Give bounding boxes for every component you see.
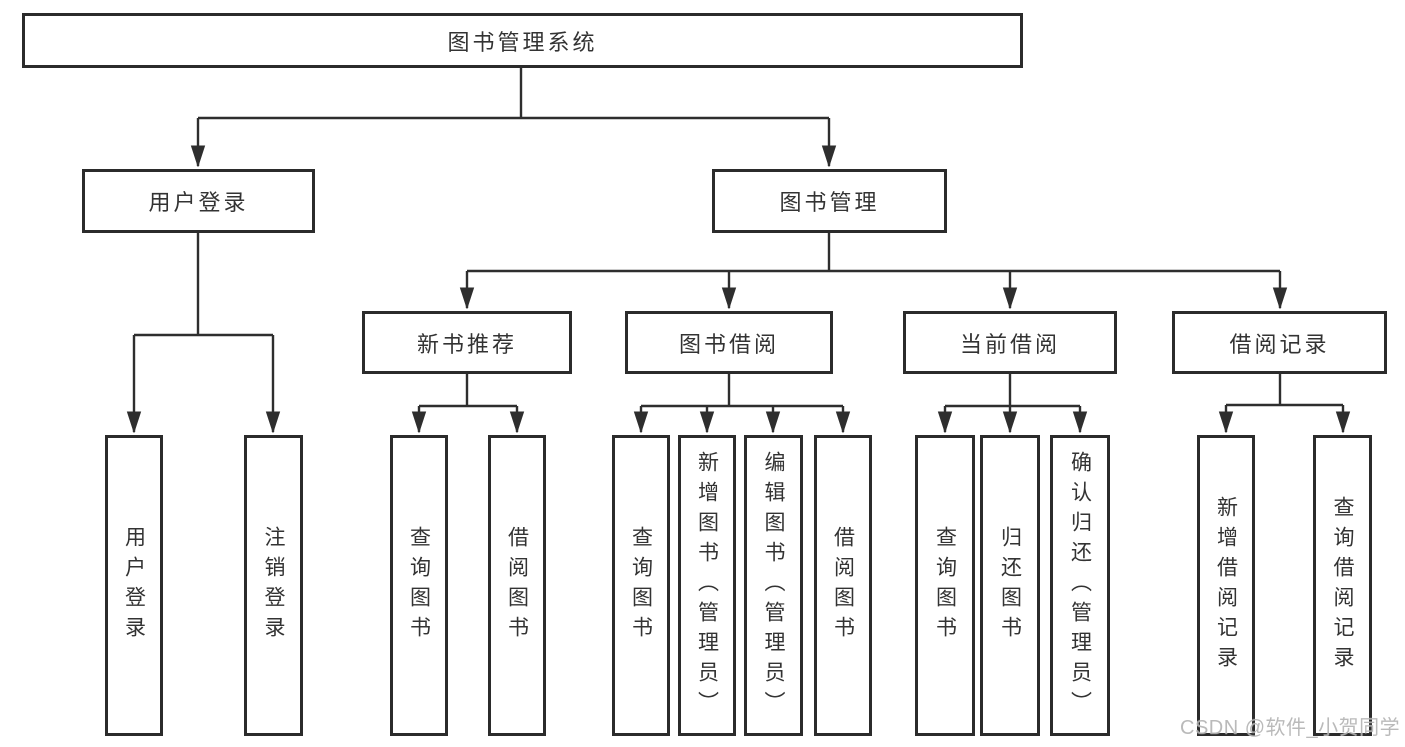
leaf-cb-confirm-return-admin-label: 确认归还（管理员） <box>1068 450 1092 721</box>
leaf-bb-borrow-books-label: 借阅图书 <box>831 525 855 646</box>
node-current-borrowing: 当前借阅 <box>903 311 1117 374</box>
leaf-br-query-record: 查询借阅记录 <box>1313 435 1372 736</box>
leaf-br-add-record: 新增借阅记录 <box>1197 435 1255 736</box>
leaf-bb-query-books: 查询图书 <box>612 435 670 736</box>
leaf-bb-add-books-admin: 新增图书（管理员） <box>678 435 736 736</box>
node-new-book-recommendation-label: 新书推荐 <box>416 331 517 357</box>
leaf-logout-label: 注销登录 <box>262 525 286 646</box>
leaf-cb-query-books: 查询图书 <box>915 435 975 736</box>
node-book-borrowing: 图书借阅 <box>625 311 833 374</box>
leaf-nb-borrow-books-label: 借阅图书 <box>505 525 529 646</box>
node-new-book-recommendation: 新书推荐 <box>362 311 572 374</box>
leaf-user-login: 用户登录 <box>105 435 163 736</box>
node-borrowing-records-label: 借阅记录 <box>1229 331 1330 357</box>
node-root-label: 图书管理系统 <box>447 29 598 55</box>
node-root: 图书管理系统 <box>22 13 1023 68</box>
leaf-nb-borrow-books: 借阅图书 <box>488 435 546 736</box>
node-user-login: 用户登录 <box>82 169 315 233</box>
leaf-bb-query-books-label: 查询图书 <box>629 525 653 646</box>
node-borrowing-records: 借阅记录 <box>1172 311 1387 374</box>
node-user-login-label: 用户登录 <box>148 190 249 215</box>
csdn-watermark: CSDN @软件_小贺同学 <box>1180 717 1401 739</box>
leaf-bb-edit-books-admin-label: 编辑图书（管理员） <box>762 450 786 721</box>
leaf-br-query-record-label: 查询借阅记录 <box>1331 495 1355 676</box>
node-current-borrowing-label: 当前借阅 <box>959 331 1060 357</box>
leaf-br-add-record-label: 新增借阅记录 <box>1214 495 1238 676</box>
leaf-logout: 注销登录 <box>244 435 303 736</box>
leaf-cb-return-books: 归还图书 <box>980 435 1040 736</box>
leaf-cb-return-books-label: 归还图书 <box>998 525 1022 646</box>
leaf-bb-edit-books-admin: 编辑图书（管理员） <box>744 435 803 736</box>
leaf-user-login-label: 用户登录 <box>122 525 146 646</box>
node-book-management: 图书管理 <box>712 169 947 233</box>
node-book-borrowing-label: 图书借阅 <box>678 331 779 357</box>
leaf-nb-query-books: 查询图书 <box>390 435 448 736</box>
leaf-cb-query-books-label: 查询图书 <box>933 525 957 646</box>
leaf-nb-query-books-label: 查询图书 <box>407 525 431 646</box>
leaf-bb-borrow-books: 借阅图书 <box>814 435 872 736</box>
leaf-cb-confirm-return-admin: 确认归还（管理员） <box>1050 435 1110 736</box>
node-book-management-label: 图书管理 <box>779 190 880 215</box>
leaf-bb-add-books-admin-label: 新增图书（管理员） <box>695 450 719 721</box>
